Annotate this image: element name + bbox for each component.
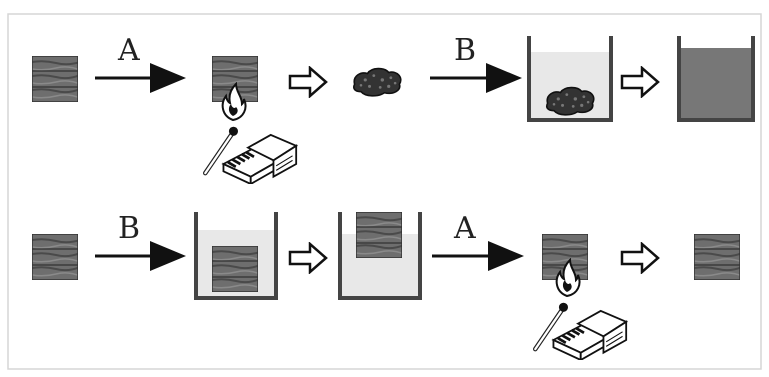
matchbox-icon bbox=[205, 127, 296, 184]
arrow-label: A bbox=[117, 33, 140, 68]
wood-block-icon bbox=[212, 246, 258, 292]
ash-icon bbox=[352, 67, 402, 97]
hollow-arrow-icon bbox=[288, 66, 328, 98]
ash-icon bbox=[545, 86, 595, 116]
row-2: B A bbox=[32, 211, 740, 360]
row-1: A B bbox=[32, 33, 755, 184]
wood-block-icon bbox=[356, 212, 402, 258]
hollow-arrow-icon bbox=[620, 242, 660, 274]
hollow-arrow-icon bbox=[620, 66, 660, 98]
arrow-label: B bbox=[118, 211, 140, 246]
hollow-arrow-icon bbox=[288, 242, 328, 274]
arrow-label: A bbox=[453, 211, 476, 246]
wood-block-icon bbox=[694, 234, 740, 280]
wood-block-icon bbox=[32, 234, 78, 280]
matchbox-icon bbox=[535, 303, 626, 360]
beaker-icon bbox=[677, 36, 755, 122]
wood-block-icon bbox=[32, 56, 78, 102]
figure-frame bbox=[7, 13, 762, 370]
arrow-label: B bbox=[454, 33, 476, 68]
